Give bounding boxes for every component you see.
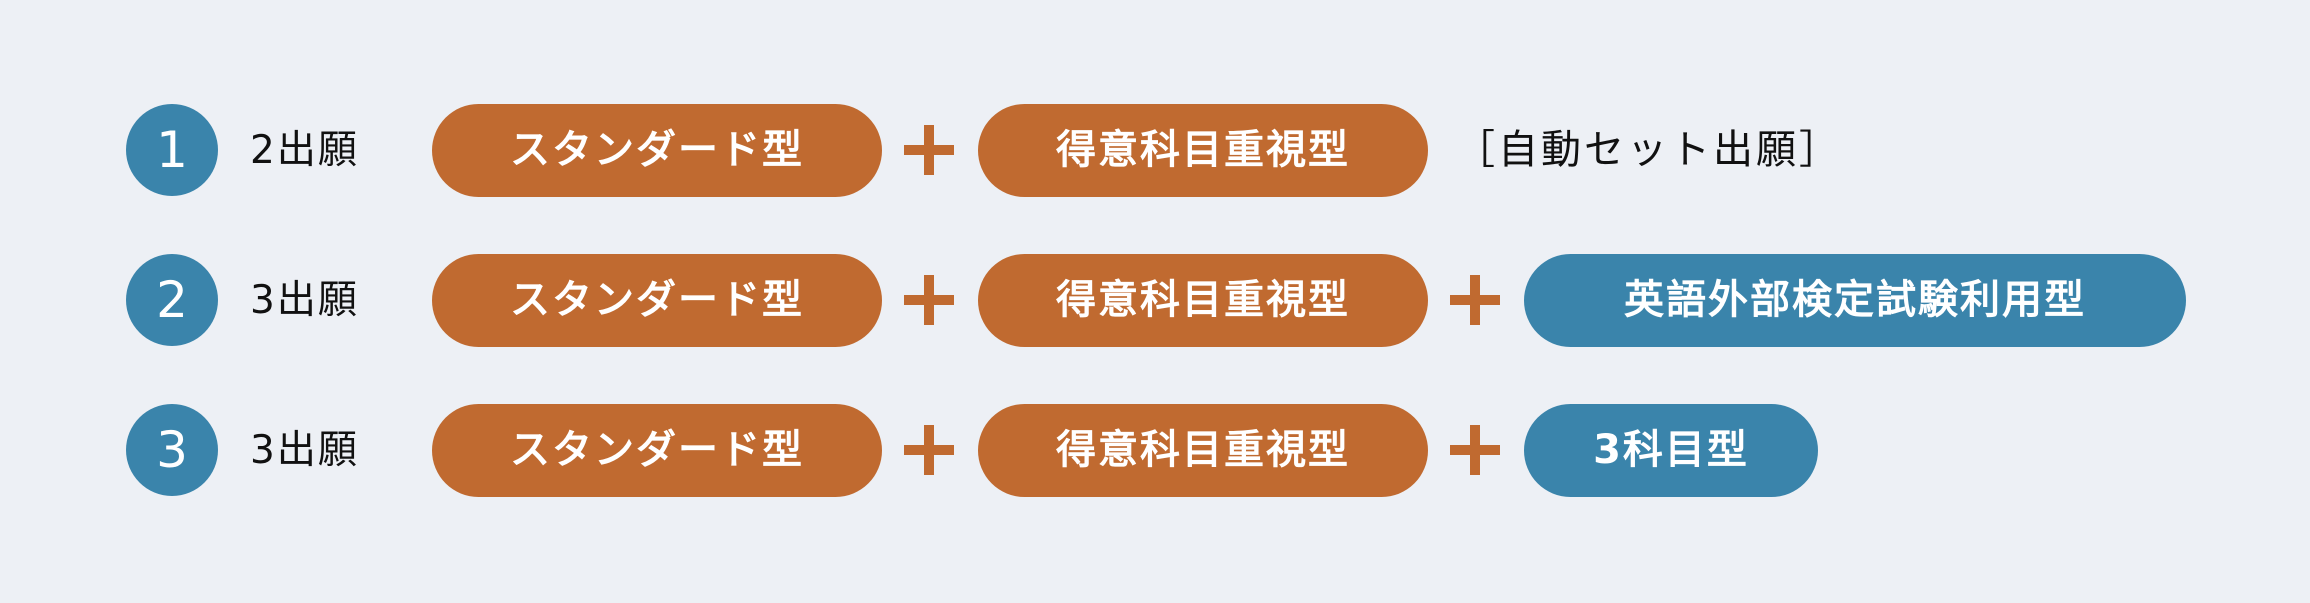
plus-icon	[1450, 425, 1500, 475]
english-external-test-type-pill: 英語外部検定試験利用型	[1524, 254, 2186, 347]
pattern-row-3: 3 3出願 スタンダード型 得意科目重視型 3科目型	[0, 404, 2310, 497]
standard-type-pill: スタンダード型	[432, 104, 882, 197]
strong-subject-type-pill: 得意科目重視型	[978, 404, 1428, 497]
plus-icon	[904, 125, 954, 175]
three-subject-type-pill: 3科目型	[1524, 404, 1818, 497]
plus-icon	[1450, 275, 1500, 325]
plus-icon	[904, 425, 954, 475]
strong-subject-type-pill: 得意科目重視型	[978, 254, 1428, 347]
application-count-label: 2出願	[250, 128, 359, 173]
standard-type-pill: スタンダード型	[432, 254, 882, 347]
pattern-row-1: 1 2出願 スタンダード型 得意科目重視型 ［自動セット出願］	[0, 104, 2310, 197]
pattern-row-2: 2 3出願 スタンダード型 得意科目重視型 英語外部検定試験利用型	[0, 254, 2310, 347]
standard-type-pill: スタンダード型	[432, 404, 882, 497]
plus-icon	[904, 275, 954, 325]
row-number-badge: 2	[126, 254, 218, 346]
application-count-label: 3出願	[250, 278, 359, 323]
application-count-label: 3出願	[250, 428, 359, 473]
auto-set-application-note: ［自動セット出願］	[1455, 127, 1842, 173]
row-number-badge: 3	[126, 404, 218, 496]
row-number-badge: 1	[126, 104, 218, 196]
strong-subject-type-pill: 得意科目重視型	[978, 104, 1428, 197]
